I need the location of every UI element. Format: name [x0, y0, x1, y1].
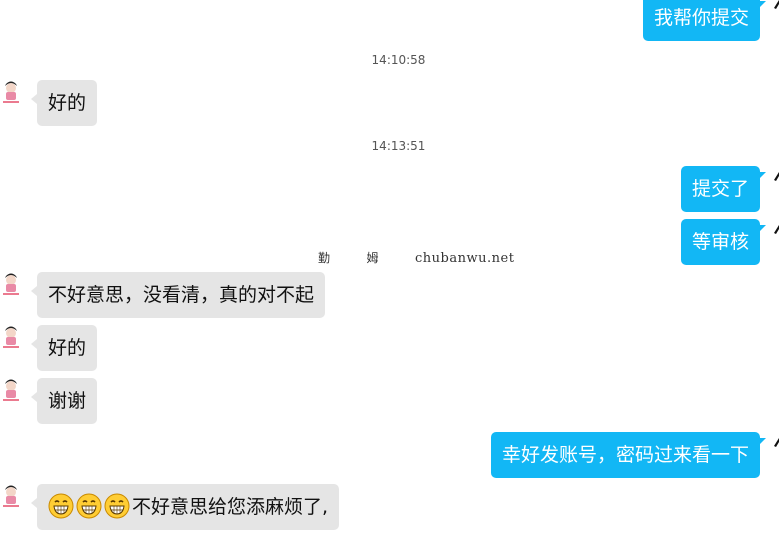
avatar-icon[interactable]: [773, 436, 779, 458]
message-text: 不好意思，没看清，真的对不起: [48, 284, 315, 306]
message-bubble-incoming: 好的: [30, 325, 98, 371]
avatar-icon[interactable]: [0, 81, 22, 105]
message-text: 提交了: [691, 178, 749, 200]
timestamp: 14:10:58: [371, 53, 426, 67]
grin-icon: [48, 493, 74, 518]
avatar-icon[interactable]: [0, 273, 22, 297]
avatar-icon[interactable]: [773, 223, 779, 245]
avatar-icon[interactable]: [773, 0, 779, 20]
message-text: 谢谢: [48, 390, 87, 412]
message-text: 好的: [48, 92, 87, 114]
watermark-glyph: 姆: [366, 251, 380, 265]
message-bubble-outgoing: 等审核: [680, 219, 767, 265]
avatar-icon[interactable]: [0, 379, 22, 403]
grin-icon: [104, 493, 130, 518]
message-bubble-outgoing: 我帮你提交: [642, 0, 767, 41]
watermark-site: chubanwu.net: [415, 251, 515, 266]
avatar-icon[interactable]: [0, 326, 22, 350]
message-bubble-outgoing: 提交了: [680, 166, 767, 212]
message-text: 我帮你提交: [653, 7, 749, 29]
message-bubble-incoming: 谢谢: [30, 378, 98, 424]
avatar-icon[interactable]: [773, 170, 779, 192]
watermark: 勤 姆 chubanwu.net: [318, 249, 514, 266]
message-text: 等审核: [691, 231, 749, 253]
watermark-glyph: 勤: [318, 251, 331, 265]
message-text: 幸好发账号，密码过来看一下: [501, 444, 749, 466]
message-bubble-incoming: 不好意思，没看清，真的对不起: [30, 272, 326, 318]
message-text: 好的: [48, 337, 87, 359]
timestamp: 14:13:51: [371, 139, 426, 153]
message-bubble-incoming: 好的: [30, 80, 98, 126]
message-bubble-incoming: 不好意思给您添麻烦了,: [30, 484, 340, 530]
message-bubble-outgoing: 幸好发账号，密码过来看一下: [490, 432, 767, 478]
avatar-icon[interactable]: [0, 485, 22, 509]
message-text: 不好意思给您添麻烦了,: [132, 496, 329, 518]
grin-icon: [76, 493, 102, 518]
